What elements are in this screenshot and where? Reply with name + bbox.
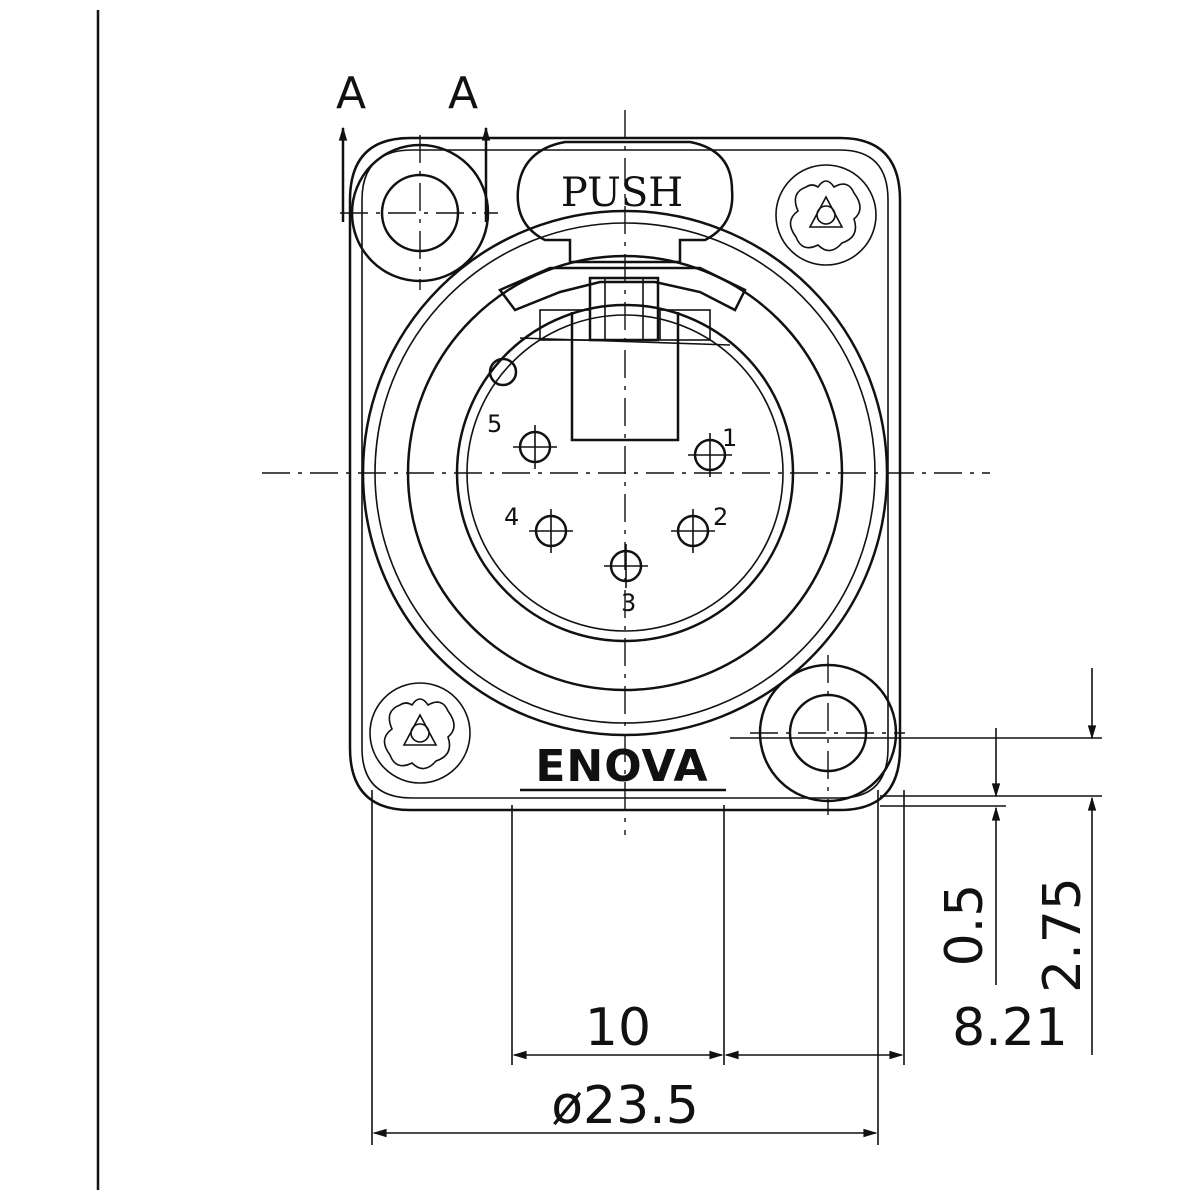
section-mark-left: A xyxy=(336,68,366,119)
pin-label-5: 5 xyxy=(487,410,502,438)
locating-dot xyxy=(488,357,518,387)
section-mark-right: A xyxy=(448,68,478,119)
push-label: PUSH xyxy=(561,170,683,216)
dimension-offset-small: 0.5 xyxy=(935,728,1001,985)
screw-head-top-right xyxy=(775,164,877,266)
dimension-offset-small-label: 0.5 xyxy=(935,884,995,967)
brand-logo: ENOVA xyxy=(535,741,708,792)
dimension-diameter-label: ø23.5 xyxy=(551,1076,699,1136)
dimension-offset-mid-label: 2.75 xyxy=(1033,877,1093,993)
key-notch xyxy=(570,312,680,442)
screw-head-bottom-left xyxy=(369,682,471,784)
latch-mechanism xyxy=(498,266,747,346)
push-latch: PUSH xyxy=(516,140,734,264)
pin-3 xyxy=(604,544,648,588)
dimension-diameter: ø23.5 xyxy=(372,1076,878,1138)
pin-label-3: 3 xyxy=(621,589,636,617)
center-lines xyxy=(262,110,990,835)
dimension-offset-large-label: 8.21 xyxy=(952,998,1068,1058)
pin-2 xyxy=(671,509,715,553)
extension-lines xyxy=(371,737,1102,1145)
mounting-hole-top-left xyxy=(350,143,490,283)
dimension-offset-mid: 2.75 xyxy=(1033,668,1097,1055)
dimension-inner-width-label: 10 xyxy=(585,998,651,1058)
pin-label-4: 4 xyxy=(504,503,519,531)
pin-label-2: 2 xyxy=(713,503,728,531)
pin-1 xyxy=(688,433,732,477)
dimension-inner-width: 10 xyxy=(512,998,724,1060)
pin-5 xyxy=(513,425,557,469)
pin-4 xyxy=(529,509,573,553)
pin-label-1: 1 xyxy=(722,424,737,452)
